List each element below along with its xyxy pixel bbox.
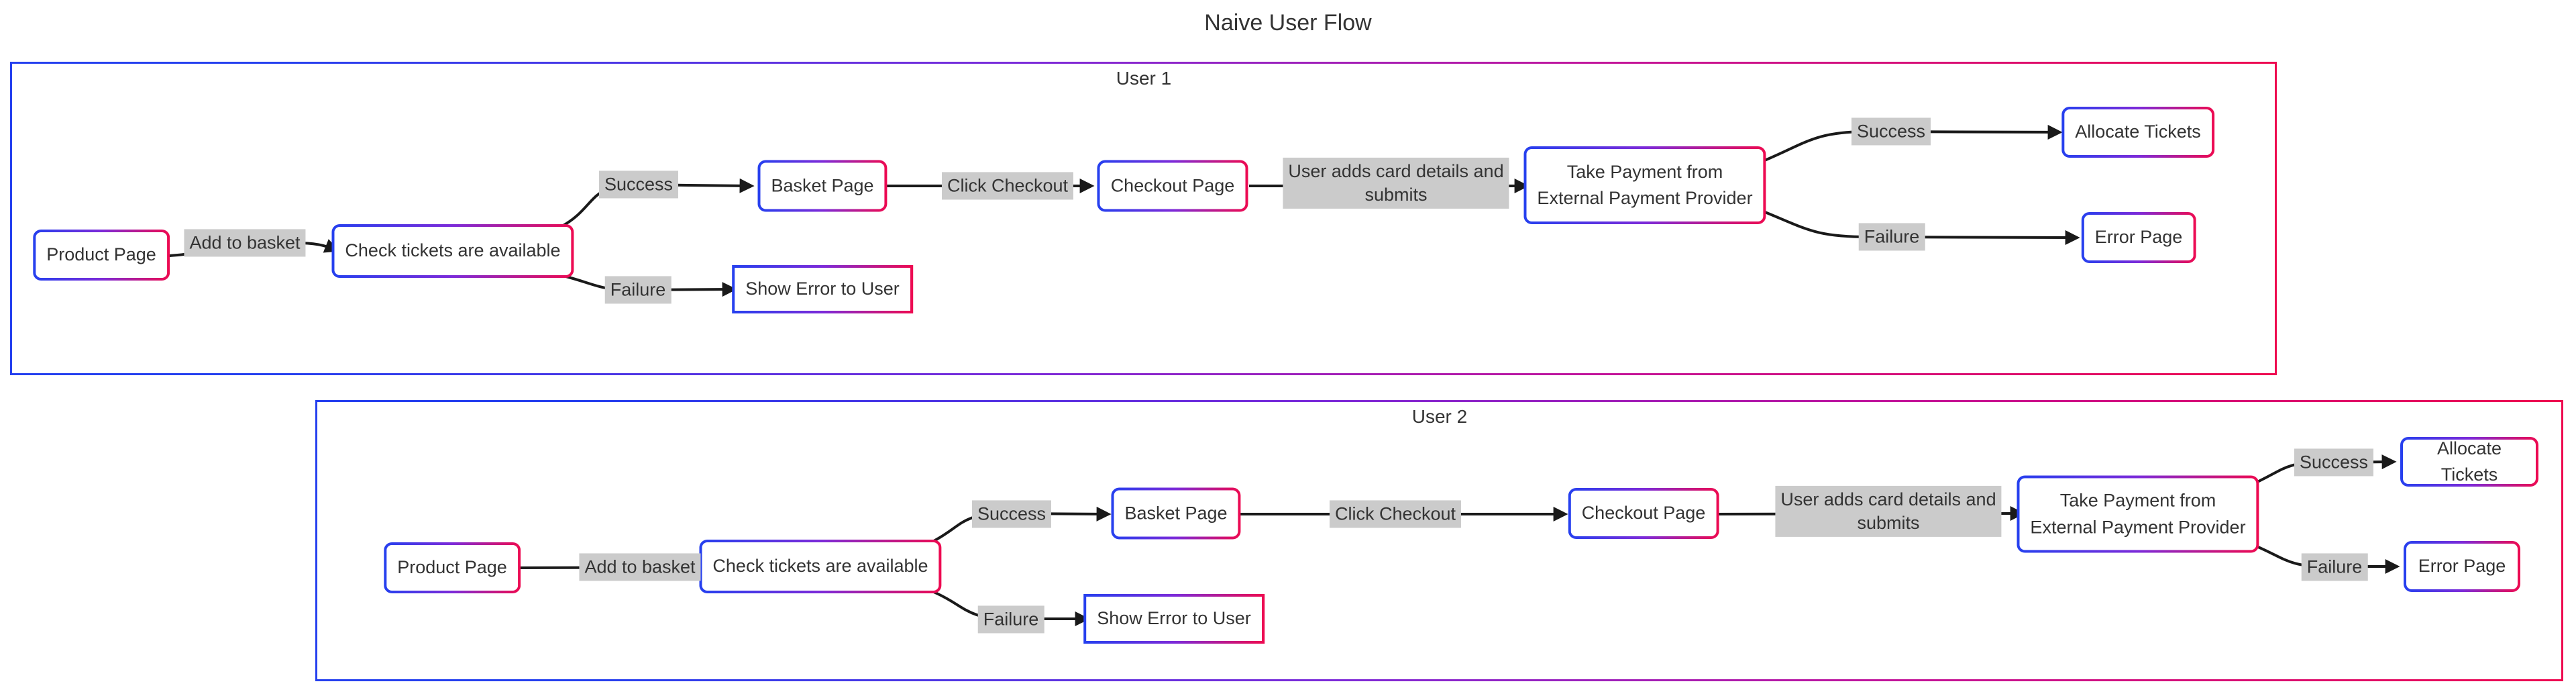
edge-label-u1-check-failure: Failure — [604, 276, 672, 304]
diagram-title: Naive User Flow — [1204, 10, 1372, 36]
edge-label-u2-check-failure: Failure — [977, 605, 1044, 634]
node-u2-error-page: Error Page — [2404, 541, 2520, 592]
edge-label-u2-add-to-basket: Add to basket — [579, 553, 701, 581]
node-u1-allocate-tickets: Allocate Tickets — [2061, 107, 2214, 158]
edge-label-u1-payment-success: Success — [1851, 117, 1931, 146]
node-u1-checkout-page: Checkout Page — [1097, 160, 1248, 212]
node-u2-allocate-tickets: Allocate Tickets — [2400, 437, 2538, 487]
node-u2-checkout-page: Checkout Page — [1568, 488, 1719, 539]
edge-label-u1-click-checkout: Click Checkout — [941, 172, 1074, 200]
node-u2-basket-page: Basket Page — [1111, 488, 1240, 540]
subgraph-user1-label: User 1 — [1116, 68, 1172, 89]
node-u1-basket-page: Basket Page — [757, 160, 887, 212]
node-u1-take-payment: Take Payment from External Payment Provi… — [1523, 146, 1766, 224]
node-u2-take-payment: Take Payment from External Payment Provi… — [2017, 476, 2259, 553]
node-u2-product-page: Product Page — [384, 542, 521, 593]
edge-label-u2-card-details: User adds card details and submits — [1775, 485, 2002, 538]
edge-label-u1-add-to-basket: Add to basket — [184, 229, 306, 257]
node-u1-error-page: Error Page — [2082, 212, 2196, 263]
edge-label-u2-click-checkout: Click Checkout — [1329, 500, 1462, 528]
edge-label-u2-check-success: Success — [971, 500, 1052, 528]
edge-label-u2-payment-failure: Failure — [2301, 553, 2368, 581]
node-u1-product-page: Product Page — [33, 230, 170, 281]
node-u1-check-tickets: Check tickets are available — [331, 224, 574, 278]
node-u2-check-tickets: Check tickets are available — [699, 540, 941, 593]
edge-label-u2-payment-success: Success — [2294, 448, 2374, 477]
edge-label-u1-check-success: Success — [598, 170, 679, 199]
edge-label-u1-card-details: User adds card details and submits — [1283, 157, 1509, 209]
subgraph-user2-label: User 2 — [1411, 406, 1468, 427]
subgraph-user1 — [10, 62, 2277, 375]
node-u1-show-error: Show Error to User — [732, 265, 913, 313]
edge-label-u1-payment-failure: Failure — [1858, 223, 1925, 251]
node-u2-show-error: Show Error to User — [1083, 594, 1265, 644]
